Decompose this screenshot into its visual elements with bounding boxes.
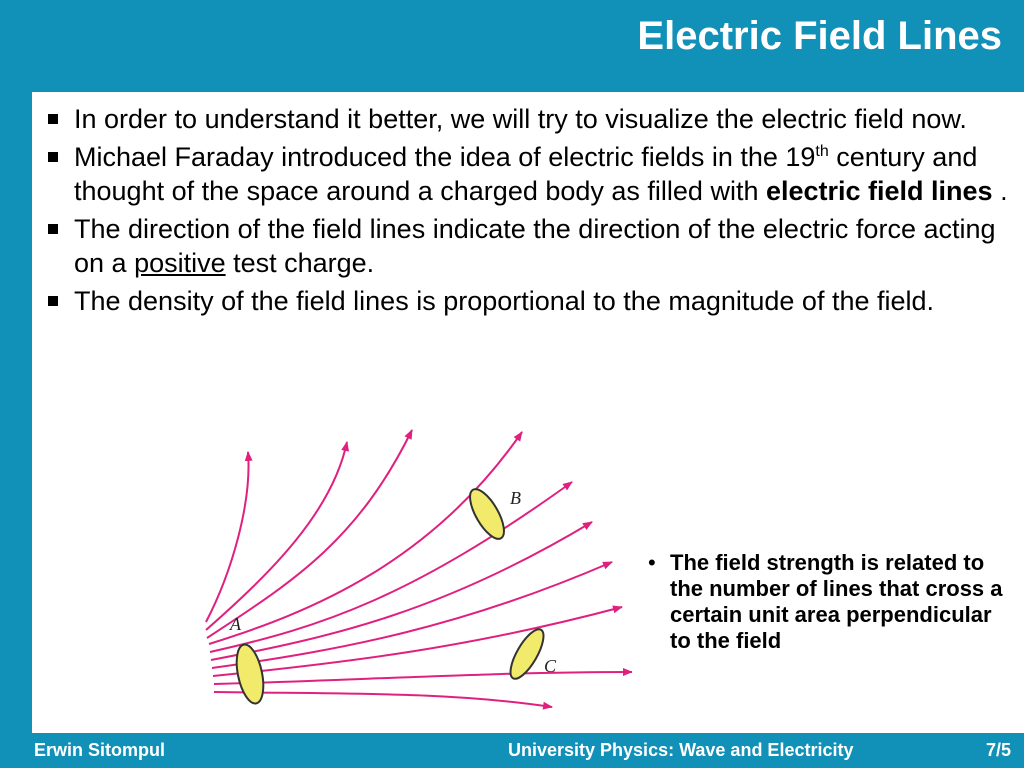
underlined-term: positive xyxy=(134,248,226,278)
square-bullet-icon xyxy=(48,224,58,234)
label-c: C xyxy=(544,656,557,676)
bullet-text-part: century and thought of the space around … xyxy=(74,142,978,206)
field-line xyxy=(211,561,613,669)
bullet-item: In order to understand it better, we wil… xyxy=(46,102,1016,136)
field-lines xyxy=(205,429,632,710)
bullet-item: The density of the field lines is propor… xyxy=(46,284,1016,318)
bullet-list: In order to understand it better, we wil… xyxy=(46,102,1016,322)
footer-course: University Physics: Wave and Electricity xyxy=(508,740,854,760)
field-line xyxy=(205,441,350,631)
ellipse-b xyxy=(469,488,505,540)
bullet-item: The direction of the field lines indicat… xyxy=(46,212,1016,280)
field-line xyxy=(209,481,573,653)
slide-title: Electric Field Lines xyxy=(637,14,1002,58)
ellipse-a xyxy=(235,643,265,705)
label-b: B xyxy=(510,488,521,508)
bullet-text-part: The direction of the field lines indicat… xyxy=(74,214,996,278)
side-note-text: The field strength is related to the num… xyxy=(670,550,1003,653)
bullet-item: Michael Faraday introduced the idea of e… xyxy=(46,140,1016,208)
bullet-text: In order to understand it better, we wil… xyxy=(74,104,967,134)
bullet-text-part: Michael Faraday introduced the idea of e… xyxy=(74,142,816,172)
field-line xyxy=(213,668,632,685)
bullet-text-part: test charge. xyxy=(225,248,375,278)
footer-page-number: 7/5 xyxy=(986,740,1012,760)
label-a: A xyxy=(229,614,242,634)
superscript-th: th xyxy=(815,143,829,160)
field-line xyxy=(206,429,413,639)
dot-bullet-icon: • xyxy=(648,550,656,575)
field-line xyxy=(205,451,253,623)
field-line xyxy=(212,605,623,677)
slide-content-area: In order to understand it better, we wil… xyxy=(32,92,1024,733)
square-bullet-icon xyxy=(48,296,58,306)
field-line xyxy=(210,521,593,661)
side-note: • The field strength is related to the n… xyxy=(648,550,1008,654)
bullet-text-part: . xyxy=(992,176,1008,206)
field-line xyxy=(208,431,523,645)
ellipse-c xyxy=(509,628,545,680)
bold-term: electric field lines xyxy=(765,176,993,206)
square-bullet-icon xyxy=(48,114,58,124)
field-lines-figure: A B C xyxy=(205,429,632,710)
field-line xyxy=(213,691,553,710)
square-bullet-icon xyxy=(48,152,58,162)
footer-author: Erwin Sitompul xyxy=(34,740,166,760)
bullet-text: The density of the field lines is propor… xyxy=(74,286,935,316)
